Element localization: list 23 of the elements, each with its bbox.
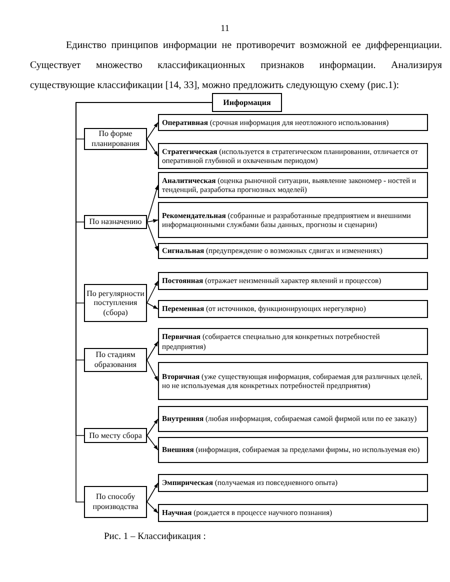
arrow	[146, 502, 158, 514]
arrow	[146, 418, 158, 436]
page-number: 11	[220, 22, 230, 35]
arrow	[146, 184, 158, 222]
category-box: По форме планирования	[84, 128, 147, 150]
arrow	[146, 280, 158, 304]
arrow	[146, 482, 158, 502]
arrow	[146, 360, 158, 382]
category-box: По назначению	[84, 215, 147, 229]
arrow	[146, 435, 158, 450]
root-box: Информация	[212, 93, 282, 112]
category-box: По стадиям образования	[84, 348, 147, 372]
arrow	[146, 218, 158, 223]
category-box: По регулярности поступления (сбора)	[84, 284, 147, 322]
figure-caption: Рис. 1 – Классификация :	[104, 531, 206, 544]
arrow	[146, 302, 158, 310]
arrow	[146, 122, 158, 140]
category-box: По месту сбора	[84, 428, 147, 443]
paragraph: Единство принципов информации не противоречит возможной ее дифференциации. Существует множество классификационных признаков информации. Анализируя существующие классификации [14, 33], можно предложить следующую схему (рис.1):	[30, 39, 442, 93]
arrow	[146, 138, 158, 156]
category-box: По способу производства	[84, 486, 147, 518]
arrow	[146, 222, 158, 252]
arrow	[146, 341, 158, 360]
